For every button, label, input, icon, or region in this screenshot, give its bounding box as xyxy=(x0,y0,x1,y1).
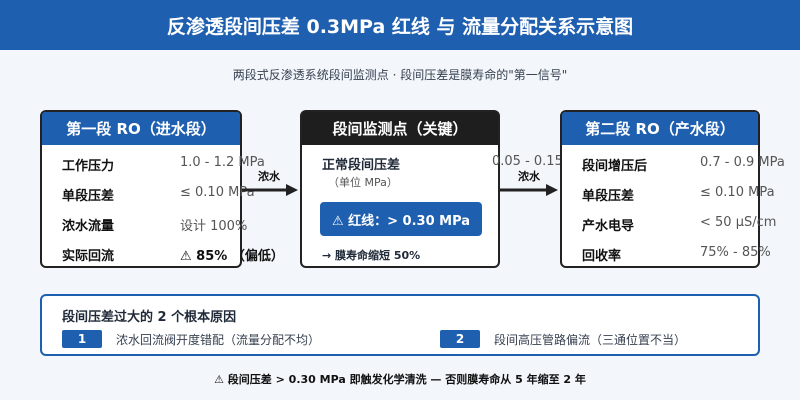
stage1-title: 第一段 RO（进水段） xyxy=(42,112,240,145)
stage2-row-value: ≤ 0.10 MPa xyxy=(700,185,775,200)
stage2-title: 第二段 RO（产水段） xyxy=(562,112,758,145)
page-title: 反渗透段间压差 0.3MPa 红线 与 流量分配关系示意图 xyxy=(0,0,800,50)
stage2-row-label: 产水电导 xyxy=(582,219,635,234)
cause-item: 2 段间高压管路偏流（三通位置不当） xyxy=(440,330,686,348)
stage2-row-value: 0.7 - 0.9 MPa xyxy=(700,155,785,170)
stage2-row: 段间增压后 0.7 - 0.9 MPa xyxy=(562,147,785,177)
cause-item: 1 浓水回流阀开度错配（流量分配不均） xyxy=(62,330,320,348)
stage1-row-value-warning: ⚠ 85% （偏低） xyxy=(180,249,284,264)
stage2-row-label: 段间增压后 xyxy=(582,159,648,174)
stage1-row: 工作压力 1.0 - 1.2 MPa xyxy=(42,147,265,177)
footer-warning: ⚠ 段间压差 > 0.30 MPa 即触发化学清洗 — 否则膜寿命从 5 年缩至… xyxy=(214,373,586,386)
stage1-row: 单段压差 ≤ 0.10 MPa xyxy=(42,177,255,207)
monitor-note: → 膜寿命缩短 50% xyxy=(322,249,421,262)
cause-text: 段间高压管路偏流（三通位置不当） xyxy=(494,332,687,347)
root-causes-panel: 段间压差过大的 2 个根本原因 1 浓水回流阀开度错配（流量分配不均） 2 段间… xyxy=(40,294,760,356)
stage2-row-value: 75% - 85% xyxy=(700,245,771,260)
redline-alert-badge: ⚠ 红线：> 0.30 MPa xyxy=(320,202,482,236)
stage2-row-value: < 50 μS/cm xyxy=(700,215,777,230)
stage2-row-label: 单段压差 xyxy=(582,189,635,204)
monitor-card: 段间监测点（关键） 正常段间压差 （单位 MPa） 0.05 - 0.15 ⚠ … xyxy=(300,110,563,268)
stage1-row-label: 实际回流 xyxy=(62,249,115,264)
flow-arrow-icon xyxy=(242,184,298,196)
page-subtitle: 两段式反渗透系统段间监测点 · 段间压差是膜寿命的"第一信号" xyxy=(232,68,568,82)
stage1-row: 实际回流 ⚠ 85% （偏低） xyxy=(42,237,284,267)
flow-arrow-icon xyxy=(500,184,558,196)
stage2-row: 回收率 75% - 85% xyxy=(562,237,771,267)
stage1-row-label: 浓水流量 xyxy=(62,219,115,234)
stage1-row-value: ≤ 0.10 MPa xyxy=(180,185,255,200)
stage1-row-label: 工作压力 xyxy=(62,159,115,174)
stage1-row-value: 设计 100% xyxy=(180,219,248,234)
stage1-card: 第一段 RO（进水段） 工作压力 1.0 - 1.2 MPa 单段压差 ≤ 0.… xyxy=(40,110,284,268)
arrow2-label: 浓水 xyxy=(518,170,540,183)
monitor-normal-unit: （单位 MPa） xyxy=(328,176,398,189)
stage2-row: 单段压差 ≤ 0.10 MPa xyxy=(562,177,775,207)
root-causes-title: 段间压差过大的 2 个根本原因 xyxy=(62,310,237,325)
stage2-row: 产水电导 < 50 μS/cm xyxy=(562,207,776,237)
stage2-row-label: 回收率 xyxy=(582,249,622,264)
monitor-normal-value: 0.05 - 0.15 xyxy=(492,154,563,169)
cause-number-badge: 1 xyxy=(62,330,102,348)
cause-number-badge: 2 xyxy=(440,330,480,348)
cause-text: 浓水回流阀开度错配（流量分配不均） xyxy=(116,332,321,347)
stage1-row-value: 1.0 - 1.2 MPa xyxy=(180,155,265,170)
stage2-card: 第二段 RO（产水段） 段间增压后 0.7 - 0.9 MPa 单段压差 ≤ 0… xyxy=(560,110,785,268)
stage1-row: 浓水流量 设计 100% xyxy=(42,207,247,237)
arrow1-label: 浓水 xyxy=(258,170,280,183)
monitor-normal-label: 正常段间压差 xyxy=(322,158,401,173)
monitor-title: 段间监测点（关键） xyxy=(302,112,498,145)
stage1-row-label: 单段压差 xyxy=(62,189,115,204)
